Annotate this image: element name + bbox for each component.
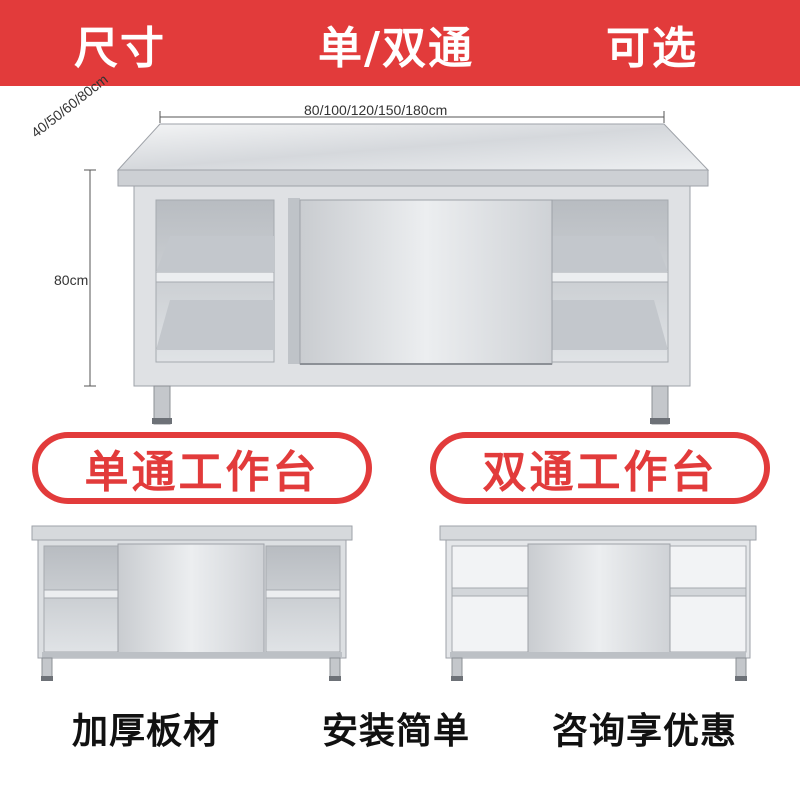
banner-pass-type-text: 单/双通 (318, 23, 475, 74)
feature-consult-discount: 咨询享优惠 (552, 711, 738, 752)
single-pass-label: 单通工作台 (38, 438, 366, 498)
double-pass-badge: 双通工作台 (430, 432, 770, 504)
height-dimension-label: 80cm (54, 272, 89, 288)
single-pass-cabinet-image (31, 525, 353, 681)
double-pass-label: 双通工作台 (436, 438, 764, 498)
double-pass-cabinet-image (439, 525, 757, 681)
banner-optional-text: 可选 (606, 23, 698, 74)
banner-size-text: 尺寸 (74, 23, 166, 74)
feature-thick-board: 加厚板材 (72, 711, 221, 752)
top-banner: 尺寸 单/双通 可选 (0, 0, 800, 86)
main-cabinet-image (84, 111, 710, 425)
feature-easy-install: 安装简单 (322, 711, 471, 752)
width-dimension-label: 80/100/120/150/180cm (304, 102, 448, 118)
single-pass-badge: 单通工作台 (32, 432, 372, 504)
